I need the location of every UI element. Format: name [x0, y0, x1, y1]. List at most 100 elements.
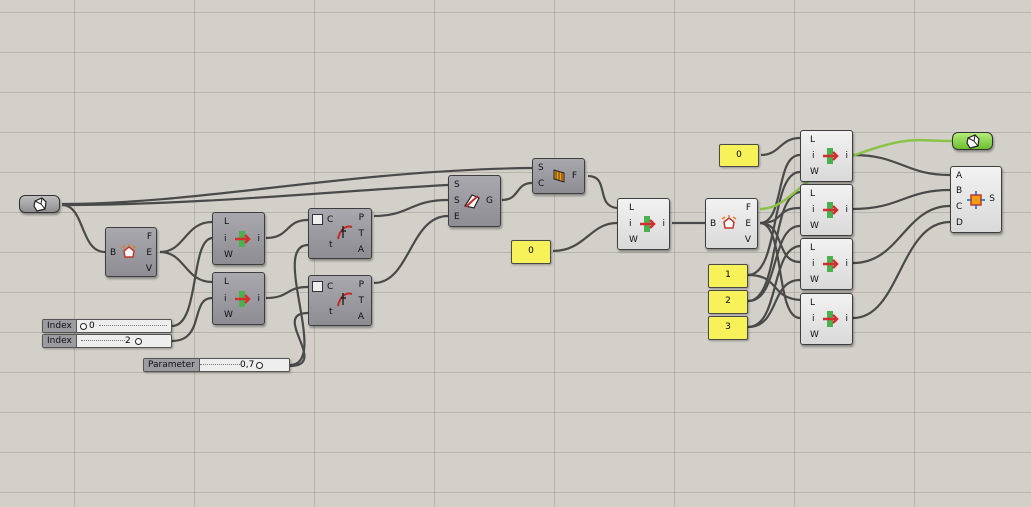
port-label: i — [224, 234, 227, 244]
port-label: i — [224, 294, 227, 304]
wire — [373, 214, 449, 285]
port-label: F — [571, 171, 577, 181]
small-toggle-icon[interactable] — [312, 214, 323, 225]
list-item-icon — [823, 202, 839, 218]
list-item-component[interactable]: L i W i — [212, 212, 265, 265]
wire — [759, 206, 801, 225]
port-label: A — [357, 245, 364, 255]
wire — [61, 203, 106, 254]
slider-value: 2 — [125, 336, 131, 346]
panel-text: 1 — [725, 270, 731, 280]
port-label: L — [810, 298, 816, 308]
slider-knob[interactable] — [256, 362, 263, 369]
list-item-component[interactable]: L i W i — [800, 130, 853, 182]
port-label: W — [629, 235, 638, 245]
list-item-component[interactable]: L i W i — [800, 293, 853, 345]
ruled-surface-component[interactable]: S C F — [532, 158, 585, 194]
evaluate-curve-component[interactable]: C t P T A — [308, 275, 372, 326]
slider-name: Index — [43, 320, 77, 332]
port-label: L — [629, 203, 635, 213]
port-label: i — [812, 205, 815, 215]
list-item-icon — [823, 311, 839, 327]
ruled-surface-icon — [553, 169, 565, 183]
port-label: i — [845, 205, 848, 215]
wire — [501, 181, 533, 202]
small-toggle-icon[interactable] — [312, 281, 323, 292]
port-label: t — [329, 240, 333, 250]
port-label: D — [956, 218, 963, 228]
list-item-component[interactable]: L i W i — [617, 198, 670, 250]
port-label: i — [257, 294, 260, 304]
port-label: W — [810, 221, 819, 231]
brep-param[interactable] — [19, 195, 60, 213]
port-label: W — [224, 250, 233, 260]
wire — [852, 220, 951, 320]
port-label: i — [812, 151, 815, 161]
port-label: A — [357, 312, 364, 322]
wire — [852, 188, 951, 211]
list-item-component[interactable]: L i W i — [800, 238, 853, 290]
wire — [289, 243, 309, 367]
list-item-component[interactable]: L i W i — [212, 272, 265, 325]
list-item-icon — [235, 231, 251, 247]
port-label: P — [358, 280, 364, 290]
wire — [587, 174, 618, 210]
port-label: L — [224, 217, 230, 227]
port-label: E — [146, 248, 152, 258]
port-label: E — [454, 212, 460, 222]
index-slider[interactable]: Index 0 — [42, 319, 172, 333]
panel[interactable]: 2 — [708, 290, 748, 314]
parameter-slider[interactable]: Parameter 0,7 — [143, 358, 290, 372]
geodesic-component[interactable]: S S E G — [448, 175, 501, 227]
port-label: V — [145, 264, 152, 274]
wire — [852, 204, 951, 265]
wire — [552, 221, 618, 253]
panel-text: 0 — [736, 150, 742, 160]
evaluate-curve-component[interactable]: C t P T A — [308, 208, 372, 259]
panel[interactable]: 0 — [719, 144, 759, 167]
port-label: F — [745, 203, 751, 213]
port-label: S — [454, 196, 460, 206]
port-label: i — [812, 259, 815, 269]
list-item-icon — [823, 148, 839, 164]
wire — [747, 170, 801, 277]
port-label: T — [358, 296, 365, 306]
port-label: W — [810, 275, 819, 285]
panel[interactable]: 3 — [708, 316, 748, 340]
panel-text: 2 — [725, 296, 731, 306]
slider-knob[interactable] — [80, 323, 87, 330]
slider-name: Index — [43, 335, 77, 347]
wire — [289, 311, 309, 368]
brep-icon — [966, 134, 980, 149]
deconstruct-brep-component[interactable]: B F E V — [705, 198, 758, 249]
evaluate-curve-icon — [337, 292, 353, 307]
port-label: S — [454, 180, 460, 190]
wire — [759, 153, 801, 225]
panel[interactable]: 1 — [708, 264, 748, 288]
port-label: F — [146, 232, 152, 242]
merge-component[interactable]: A B C D S — [950, 166, 1002, 233]
wire — [61, 166, 533, 206]
geodesic-icon — [464, 194, 480, 209]
slider-knob[interactable] — [135, 338, 142, 345]
wire — [747, 273, 801, 302]
wire — [171, 296, 213, 343]
slider-value: 0,7 — [240, 360, 255, 370]
list-item-component[interactable]: L i W i — [800, 184, 853, 236]
wire — [171, 236, 213, 328]
selected-wire — [759, 138, 953, 211]
port-label: i — [812, 314, 815, 324]
brep-param-selected[interactable] — [952, 132, 993, 150]
port-label: B — [710, 219, 717, 229]
port-label: C — [327, 215, 334, 225]
index-slider[interactable]: Index 2 — [42, 334, 172, 348]
port-label: L — [224, 277, 230, 287]
deconstruct-brep-component[interactable]: B F E V — [105, 227, 157, 277]
list-item-icon — [235, 291, 251, 307]
wire — [265, 218, 309, 240]
wire — [759, 221, 801, 264]
port-label: t — [329, 307, 333, 317]
panel[interactable]: 0 — [511, 240, 551, 264]
